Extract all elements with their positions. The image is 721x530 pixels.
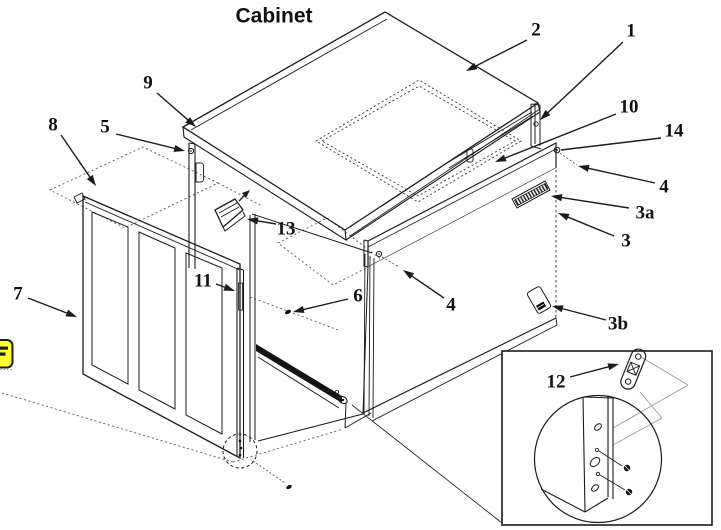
screw-14 [553, 146, 561, 154]
callout-arrowhead-6 [293, 305, 305, 313]
callout-leader-4 [410, 274, 445, 299]
callout-label-3a: 3a [636, 203, 656, 224]
callout-leader-2 [473, 39, 528, 68]
callout-label-5: 5 [100, 117, 110, 138]
callout-label-10: 10 [620, 97, 639, 118]
callout-leader-1 [546, 41, 624, 115]
callout-leader-7 [27, 297, 69, 315]
callout-arrowhead-11 [223, 283, 235, 291]
panel-top-trim [84, 201, 241, 271]
callout-arrowhead-7 [65, 309, 77, 317]
callout-arrowhead-1 [540, 109, 551, 120]
callout-arrowhead-5 [173, 144, 185, 152]
callout-arrowhead-3b [552, 305, 564, 313]
callout-leader-3 [566, 215, 615, 237]
callout-leader-9 [156, 92, 190, 122]
callout-arrowhead-3 [558, 213, 570, 221]
callout-label-7: 7 [13, 284, 23, 305]
louvered-panel [73, 192, 241, 460]
callout-leader-3a [559, 196, 630, 209]
corner-trim-strip-left [187, 142, 204, 269]
callout-leader-4 [586, 167, 656, 184]
rail-end-cap [338, 395, 348, 405]
lid-front-edge [446, 111, 534, 169]
left-face-edges [249, 213, 373, 442]
callout-arrowhead-8 [86, 174, 96, 186]
insert-direction-arrow [238, 190, 250, 202]
diagram-title: Cabinet [235, 5, 312, 28]
callout-arrowhead-3a [551, 194, 563, 202]
clip-bracket [214, 190, 250, 232]
callout-label-6: 6 [353, 286, 363, 307]
callout-arrowhead-13 [247, 217, 259, 225]
detail-projection-line [351, 404, 503, 524]
detail-circle [533, 394, 663, 524]
callout-leader-8 [60, 134, 92, 179]
detail-inset [501, 348, 713, 526]
screw-5 [187, 147, 195, 155]
callout-label-13: 13 [277, 219, 296, 240]
screw-bottom [286, 484, 292, 490]
louver-column [185, 252, 223, 435]
retainer-plate-12 [620, 348, 647, 390]
callout-arrowhead-12 [607, 363, 619, 371]
callout-label-2: 2 [531, 20, 541, 41]
callout-label-3: 3 [621, 231, 631, 252]
construction-lines [612, 356, 689, 446]
callout-label-11: 11 [194, 271, 212, 292]
screw-4 [375, 250, 383, 258]
louver-column [138, 231, 176, 410]
detail-reference-circle [222, 433, 258, 469]
callout-arrowhead-10 [495, 154, 507, 162]
callout-arrowhead-2 [466, 62, 478, 71]
callout-leader-3b [560, 307, 607, 321]
callout-label-4: 4 [446, 295, 456, 316]
screw-6 [285, 309, 291, 315]
callout-leader-14 [560, 137, 662, 151]
corner-post-detail [540, 396, 633, 513]
louver-column [91, 211, 129, 385]
callout-arrowhead-4 [578, 164, 590, 172]
front-panel [362, 168, 558, 422]
callout-leader-13 [255, 219, 277, 225]
callout-arrowhead-9 [185, 117, 196, 127]
callout-leader-12 [569, 365, 611, 378]
nameplate-3a [511, 180, 551, 209]
lid-recess-outline [315, 79, 522, 203]
corner-trim-strip-right [530, 103, 542, 150]
note-annotation-icon[interactable] [0, 339, 14, 370]
callout-label-14: 14 [665, 121, 685, 142]
mounting-screws [285, 250, 400, 315]
base-rail [256, 344, 342, 403]
plate-3b [526, 286, 552, 314]
callout-label-8: 8 [48, 115, 58, 136]
callout-label-12: 12 [547, 372, 566, 393]
callout-leader-6 [301, 298, 349, 311]
callout-label-9: 9 [143, 73, 153, 94]
callout-leader-10 [503, 113, 617, 160]
callout-label-4: 4 [659, 177, 669, 198]
callout-label-1: 1 [626, 21, 636, 42]
callout-leader-5 [115, 133, 177, 150]
callout-arrowhead-4 [403, 270, 415, 280]
panel-corner-strip [222, 267, 292, 490]
base-assembly [256, 344, 503, 524]
callout-label-3b: 3b [608, 314, 628, 335]
